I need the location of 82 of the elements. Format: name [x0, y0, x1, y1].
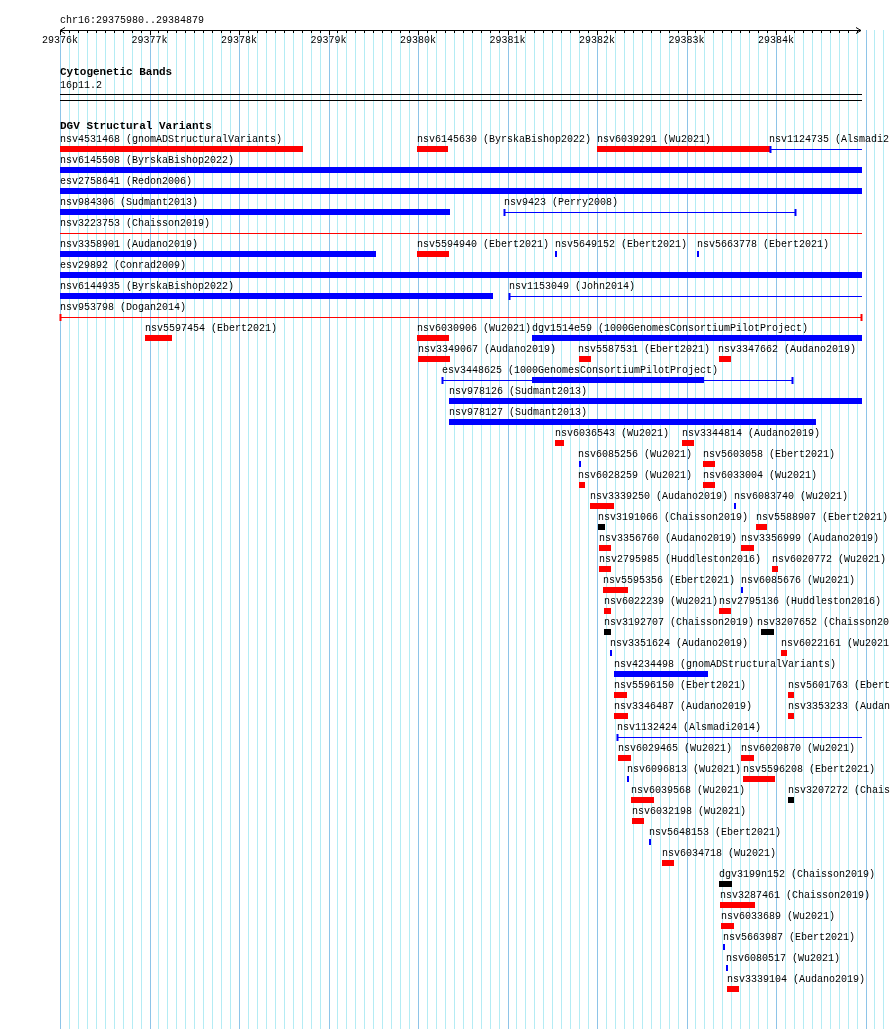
variant-label: nsv3356760 (Audano2019) — [599, 533, 738, 544]
variant-label: nsv978126 (Sudmant2013) — [449, 386, 588, 397]
coordinate-range-label: chr16:29375980..29384879 — [60, 15, 205, 26]
variant-label: nsv5597454 (Ebert2021) — [145, 323, 278, 334]
variant-label: nsv6085676 (Wu2021) — [741, 575, 856, 586]
axis-tick-label: 29382k — [579, 35, 615, 46]
variant-label: nsv1132424 (Alsmadi2014) — [617, 722, 762, 733]
variant-label: nsv5596150 (Ebert2021) — [614, 680, 747, 691]
variant-label: nsv1153049 (John2014) — [509, 281, 636, 292]
variant-label: nsv4234498 (gnomADStructuralVariants) — [614, 659, 837, 670]
variant-label: nsv6034718 (Wu2021) — [662, 848, 777, 859]
variant-label: nsv5663987 (Ebert2021) — [723, 932, 856, 943]
variant-label: nsv6022161 (Wu2021 — [781, 638, 890, 649]
axis-tick-label: 29380k — [400, 35, 436, 46]
variant-label: nsv5588907 (Ebert2021) — [756, 512, 889, 523]
variant-label: esv3448625 (1000GenomesConsortiumPilotProject) — [442, 365, 719, 376]
variant-label: nsv3339250 (Audano2019) — [590, 491, 729, 502]
track-title: DGV Structural Variants — [60, 121, 212, 132]
variant-label: nsv6144935 (ByrskaBishop2022) — [60, 281, 235, 292]
variant-label: nsv6022239 (Wu2021) — [604, 596, 719, 607]
variant-label: nsv5648153 (Ebert2021) — [649, 827, 782, 838]
axis-tick-label: 29376k — [42, 35, 78, 46]
variant-label: nsv6145630 (ByrskaBishop2022) — [417, 134, 592, 145]
variant-label: nsv5595356 (Ebert2021) — [603, 575, 736, 586]
variant-label: nsv6033004 (Wu2021) — [703, 470, 818, 481]
variant-label: nsv3287461 (Chaisson2019) — [720, 890, 871, 901]
variant-label: nsv9423 (Perry2008) — [504, 197, 619, 208]
variant-label: nsv6080517 (Wu2021) — [726, 953, 841, 964]
variant-label: nsv2795985 (Huddleston2016) — [599, 554, 762, 565]
variant-label: dgv3199n152 (Chaisson2019) — [719, 869, 876, 880]
variant-label: nsv3344814 (Audano2019) — [682, 428, 821, 439]
variant-label: nsv5601763 (Ebert — [788, 680, 890, 691]
variant-label: nsv3358901 (Audano2019) — [60, 239, 199, 250]
variant-label: nsv978127 (Sudmant2013) — [449, 407, 588, 418]
variant-label: nsv2795136 (Huddleston2016) — [719, 596, 882, 607]
variant-label: nsv6145508 (ByrskaBishop2022) — [60, 155, 235, 166]
variant-label: nsv3207272 (Chais — [788, 785, 890, 796]
variant-label: nsv6036543 (Wu2021) — [555, 428, 670, 439]
variant-label: nsv3339104 (Audano2019) — [727, 974, 866, 985]
axis-tick-label: 29384k — [758, 35, 794, 46]
variant-label: nsv5663778 (Ebert2021) — [697, 239, 830, 250]
axis-tick-label: 29378k — [221, 35, 257, 46]
variant-label: nsv984306 (Sudmant2013) — [60, 197, 199, 208]
variant-label: nsv5596208 (Ebert2021) — [743, 764, 876, 775]
variant-label: nsv6033689 (Wu2021) — [721, 911, 836, 922]
variant-label: nsv6032198 (Wu2021) — [632, 806, 747, 817]
variant-label: nsv5594940 (Ebert2021) — [417, 239, 550, 250]
variant-label: nsv6096813 (Wu2021) — [627, 764, 742, 775]
variant-label: nsv3347662 (Audano2019) — [718, 344, 857, 355]
variant-label: nsv6039291 (Wu2021) — [597, 134, 712, 145]
variant-label: nsv6029465 (Wu2021) — [618, 743, 733, 754]
track-title: Cytogenetic Bands — [60, 67, 173, 78]
variant-label: nsv6039568 (Wu2021) — [631, 785, 746, 796]
variant-label: dgv1514e59 (1000GenomesConsortiumPilotProject) — [532, 323, 809, 334]
variant-label: nsv3346487 (Audano2019) — [614, 701, 753, 712]
variant-label: nsv3353233 (Audan — [788, 701, 890, 712]
variant-label: nsv6028259 (Wu2021) — [578, 470, 693, 481]
variant-label: nsv3356999 (Audano2019) — [741, 533, 880, 544]
variant-label: nsv5649152 (Ebert2021) — [555, 239, 688, 250]
variant-label: nsv953798 (Dogan2014) — [60, 302, 187, 313]
axis-tick-label: 29379k — [310, 35, 347, 46]
variant-label: nsv6083740 (Wu2021) — [734, 491, 849, 502]
variant-label: nsv3349067 (Audano2019) — [418, 344, 557, 355]
variant-label: nsv6085256 (Wu2021) — [578, 449, 693, 460]
variant-label: nsv6020870 (Wu2021) — [741, 743, 856, 754]
variant-label: nsv5587531 (Ebert2021) — [578, 344, 711, 355]
axis-tick-label: 29381k — [489, 35, 526, 46]
axis-tick-label: 29383k — [668, 35, 705, 46]
variant-label: nsv3191066 (Chaisson2019) — [598, 512, 749, 523]
variant-label: nsv3351624 (Audano2019) — [610, 638, 749, 649]
axis-tick-label: 29377k — [131, 35, 168, 46]
variant-label: esv29892 (Conrad2009) — [60, 260, 187, 271]
variant-label: nsv6020772 (Wu2021) — [772, 554, 887, 565]
variant-label: nsv5603058 (Ebert2021) — [703, 449, 836, 460]
variant-label: nsv3207652 (Chaisson20 — [757, 617, 890, 628]
variant-label: nsv6030906 (Wu2021) — [417, 323, 532, 334]
band-label: 16p11.2 — [60, 80, 102, 91]
variant-label: nsv1124735 (Alsmadi2 — [769, 134, 890, 145]
variant-label: nsv4531468 (gnomADStructuralVariants) — [60, 134, 283, 145]
variant-label: nsv3223753 (Chaisson2019) — [60, 218, 211, 229]
variant-label: esv2758641 (Redon2006) — [60, 176, 193, 187]
variant-label: nsv3192707 (Chaisson2019) — [604, 617, 755, 628]
